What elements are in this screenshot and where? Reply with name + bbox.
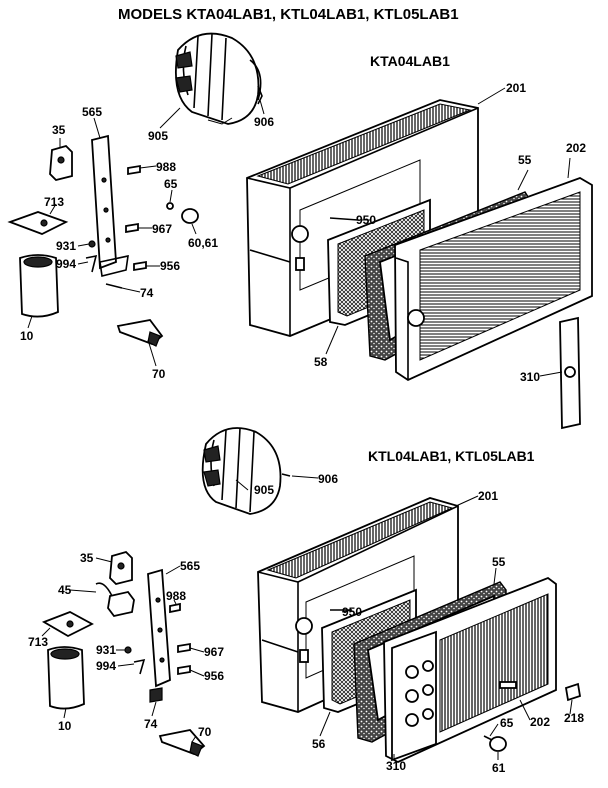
label-713-top: 713 <box>44 195 64 209</box>
screw-967-top <box>125 222 139 234</box>
label-70-bottom: 70 <box>198 725 212 739</box>
label-713-bottom: 713 <box>28 635 48 649</box>
screw-956-top <box>133 260 147 272</box>
shroud-clip-top <box>207 117 233 125</box>
label-70-top: 70 <box>152 367 166 381</box>
screw-967-bottom <box>177 642 191 654</box>
label-950-bottom: 950 <box>342 605 362 619</box>
capacitor-bracket-35-top <box>49 144 73 181</box>
label-988-bottom: 988 <box>166 589 186 603</box>
bracket-565-top <box>91 134 129 277</box>
mounting-plate-713-bottom <box>41 611 94 638</box>
label-55-top: 55 <box>518 153 532 167</box>
bottom-model-heading: KTL04LAB1, KTL05LAB1 <box>368 448 535 464</box>
label-967-top: 967 <box>152 222 172 236</box>
screw-994-bottom <box>133 658 146 675</box>
front-grille-top <box>394 177 593 382</box>
label-35-top: 35 <box>52 123 66 137</box>
label-202-bottom: 202 <box>530 715 550 729</box>
label-310-bottom: 310 <box>386 759 406 773</box>
label-994-top: 994 <box>56 257 76 271</box>
label-65-bottom: 65 <box>500 716 514 730</box>
knob-6061-top <box>181 208 199 224</box>
label-45-bottom: 45 <box>58 583 72 597</box>
label-931-bottom: 931 <box>96 643 116 657</box>
label-10-bottom: 10 <box>58 719 72 733</box>
part-65-bottom <box>483 735 493 741</box>
screw-931-bottom <box>124 646 132 654</box>
label-74-bottom: 74 <box>144 717 158 731</box>
label-201-top: 201 <box>506 81 526 95</box>
top-model-heading: KTA04LAB1 <box>370 53 450 69</box>
switch-70-top <box>116 319 164 347</box>
label-58-top: 58 <box>314 355 328 369</box>
label-950-top: 950 <box>356 213 376 227</box>
label-6061-top: 60,61 <box>188 236 218 250</box>
label-994-bottom: 994 <box>96 659 116 673</box>
label-56-bottom: 56 <box>312 737 326 751</box>
bracket-565-bottom <box>147 568 171 688</box>
label-906-top: 906 <box>254 115 274 129</box>
capacitor-10-bottom <box>47 646 85 710</box>
screw-956-bottom <box>177 664 191 676</box>
fan-shroud-top <box>175 32 262 125</box>
label-988-top: 988 <box>156 160 176 174</box>
screw-906-bottom <box>281 473 291 477</box>
diagram-title: MODELS KTA04LAB1, KTL04LAB1, KTL05LAB1 <box>118 6 459 23</box>
label-310-top: 310 <box>520 370 540 384</box>
part-65-top <box>166 202 174 210</box>
screw-906-top <box>257 85 263 105</box>
capacitor-10-top <box>19 254 59 318</box>
label-74-top: 74 <box>140 286 154 300</box>
label-10-top: 10 <box>20 329 34 343</box>
part-218-bottom <box>564 682 582 702</box>
leader-lines-bottom <box>41 475 573 760</box>
screw-994-top <box>85 254 98 273</box>
capacitor-bracket-35-bottom <box>109 550 133 585</box>
label-905-bottom: 905 <box>254 483 274 497</box>
fan-shroud-bottom <box>201 427 282 515</box>
mounting-plate-713-top <box>7 211 69 235</box>
part-74-bottom <box>149 687 163 703</box>
label-565-bottom: 565 <box>180 559 200 573</box>
label-61-bottom: 61 <box>492 761 506 775</box>
screw-950-top <box>329 217 359 221</box>
screw-988-top <box>127 164 141 176</box>
part-74-top <box>105 283 123 289</box>
leader-lines-top <box>27 87 571 377</box>
label-35-bottom: 35 <box>80 551 94 565</box>
relay-45-bottom <box>95 582 135 618</box>
label-906-bottom: 906 <box>318 472 338 486</box>
label-967-bottom: 967 <box>204 645 224 659</box>
label-55-bottom: 55 <box>492 555 506 569</box>
knob-61-bottom <box>489 736 507 752</box>
label-956-bottom: 956 <box>204 669 224 683</box>
panel-310-top <box>559 316 581 430</box>
label-931-top: 931 <box>56 239 76 253</box>
screw-931-top <box>88 240 96 248</box>
label-956-top: 956 <box>160 259 180 273</box>
label-202-top: 202 <box>566 141 586 155</box>
label-565-top: 565 <box>82 105 102 119</box>
label-201-bottom: 201 <box>478 489 498 503</box>
label-905-top: 905 <box>148 129 168 143</box>
label-218-bottom: 218 <box>564 711 584 725</box>
front-grille-bottom <box>383 576 557 763</box>
switch-70-bottom <box>158 729 206 757</box>
screw-988-bottom <box>169 602 181 614</box>
label-65-top: 65 <box>164 177 178 191</box>
